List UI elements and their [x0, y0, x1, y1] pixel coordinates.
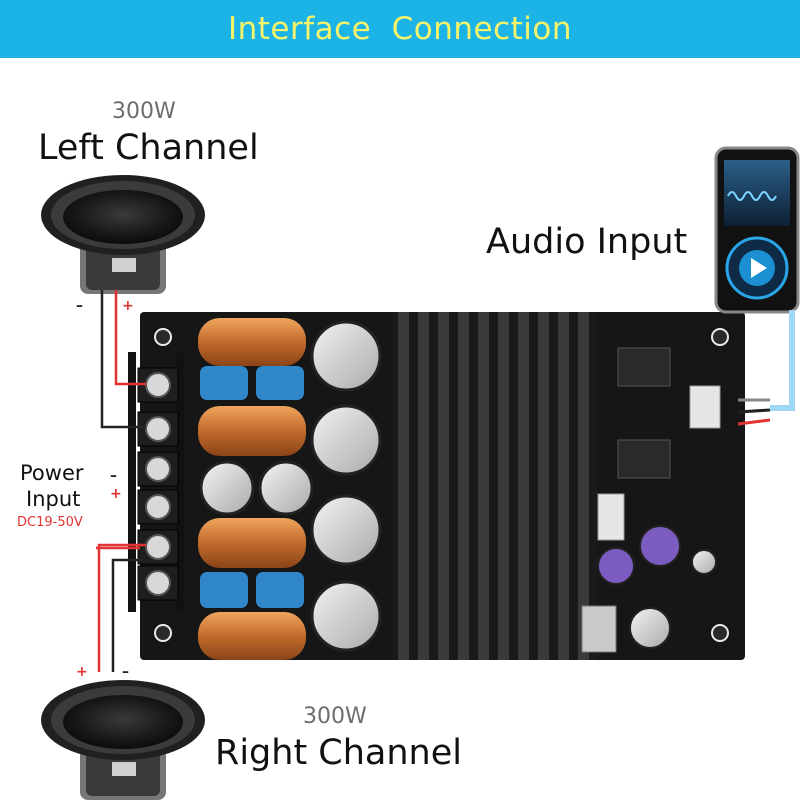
audio-player-icon [714, 146, 800, 314]
electrolytic-capacitors [199, 320, 382, 652]
header-banner: Interface Connection [0, 0, 800, 58]
power-minus-sign: – [110, 468, 117, 484]
inductor-coils [198, 318, 306, 660]
right-minus-sign: – [122, 664, 129, 680]
left-speaker-power: 300W [112, 99, 176, 124]
heatsink [392, 312, 597, 660]
power-input-line2: Input [26, 487, 81, 511]
left-speaker-label: Left Channel [38, 128, 259, 168]
audio-input-label: Audio Input [486, 222, 688, 262]
film-capacitors [200, 366, 304, 608]
right-speaker-label: Right Channel [215, 733, 462, 773]
input-section [581, 347, 721, 653]
banner-title: Interface Connection [227, 11, 573, 47]
right-speaker [41, 680, 205, 800]
left-minus-sign: – [76, 298, 83, 314]
left-speaker [41, 175, 205, 294]
power-input-line1: Power [20, 461, 84, 485]
power-input-voltage: DC19-50V [17, 515, 83, 530]
power-plus-sign: + [110, 486, 122, 502]
right-plus-sign: + [76, 664, 88, 680]
terminal-block [128, 352, 184, 612]
left-plus-sign: + [122, 298, 134, 314]
right-speaker-power: 300W [303, 704, 367, 729]
audio-cable [737, 310, 795, 426]
speaker-wires [96, 290, 146, 672]
